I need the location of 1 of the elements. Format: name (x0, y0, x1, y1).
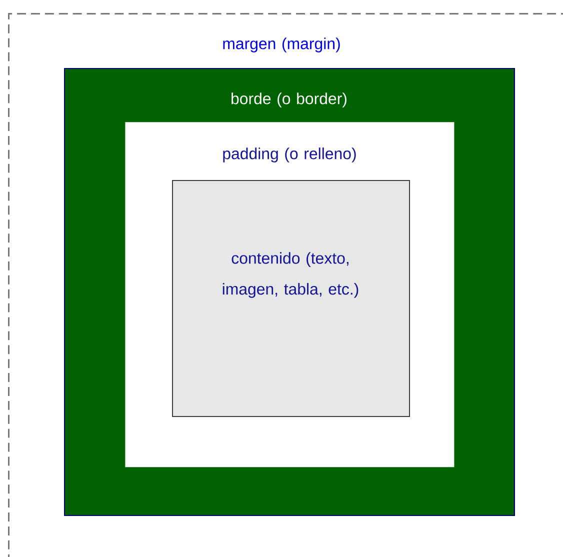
content-box: contenido (texto, imagen, tabla, etc.) (172, 180, 410, 417)
